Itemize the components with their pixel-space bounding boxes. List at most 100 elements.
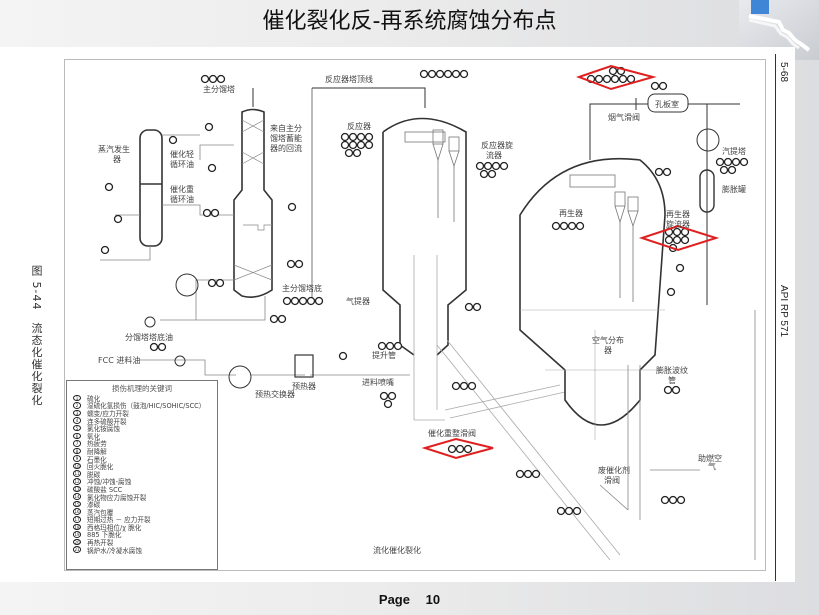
label-hco-2: 循环油 xyxy=(170,194,194,204)
label-preheat-exchanger: 预热交换器 xyxy=(255,389,295,399)
legend-item-label: 蒸汽包覆 xyxy=(87,508,114,517)
label-air-distributor-1: 空气分布 xyxy=(592,335,624,345)
mechanism-number-icon: 9 xyxy=(73,455,81,462)
mechanism-markers xyxy=(100,66,749,516)
legend-item: 18 西格玛相位/χ 脆化 xyxy=(67,523,217,532)
label-regen-cyclone-2: 旋流器 xyxy=(666,219,690,229)
legend-item-label: 湿硫化氢损伤（鼓泡/HIC/SOHIC/SCC） xyxy=(87,402,206,411)
mechanism-number-icon: 18 xyxy=(73,523,81,531)
legend-item-label: 885 下脆化 xyxy=(87,531,122,540)
label-expansion-bellows-1: 膨胀波纹 xyxy=(656,365,688,375)
legend-item-label: 西格玛相位/χ 脆化 xyxy=(87,523,142,532)
riser-pipe xyxy=(413,255,621,561)
label-steam-generator-2: 器 xyxy=(113,155,121,164)
legend-item: 12 冲蚀/冲蚀-腐蚀 xyxy=(67,478,217,486)
legend-item-label: 氯化铵腐蚀 xyxy=(87,425,120,434)
legend-item: 10 回火脆化 xyxy=(67,462,217,472)
label-bottoms-oil: 分馏塔塔底油 xyxy=(125,332,173,342)
legend-item-label: 冲蚀/冲蚀-腐蚀 xyxy=(87,478,132,487)
legend-item-label: 石墨化 xyxy=(87,455,107,464)
label-spent-cat-valve-2: 滑阀 xyxy=(604,475,620,485)
mechanism-number-icon: 10 xyxy=(73,462,81,470)
legend-item-label: 热疲劳 xyxy=(87,440,107,449)
label-air-distributor-2: 器 xyxy=(604,346,612,355)
slide-footer: Page 10 xyxy=(0,585,819,612)
regenerator-vessel xyxy=(519,157,666,426)
legend-item-label: 碳酸盐 SCC xyxy=(87,485,123,494)
mechanism-number-icon: 13 xyxy=(73,485,81,493)
page-number: 10 xyxy=(425,592,441,607)
mechanism-number-icon: 21 xyxy=(73,546,81,553)
legend-item: 2 湿硫化氢损伤（鼓泡/HIC/SOHIC/SCC） xyxy=(67,402,217,410)
mechanism-number-icon: 5 xyxy=(73,424,81,432)
page-label: Page xyxy=(378,592,410,607)
steam-stripper-exchanger xyxy=(696,128,720,152)
label-combustion-air-2: 气 xyxy=(708,461,716,471)
figure-bottom-caption: 流化催化裂化 xyxy=(373,545,421,555)
label-riser: 提升管 xyxy=(372,350,396,360)
legend-item-label: 耐降解 xyxy=(87,447,107,456)
label-reactor-cyclone-2: 流器 xyxy=(486,150,502,160)
legend-item: 15 渗碳 xyxy=(67,500,217,510)
label-spent-cat-valve-1: 废催化剂 xyxy=(598,465,630,475)
legend-item: 13 碳酸盐 SCC xyxy=(67,485,217,494)
mechanism-number-icon: 12 xyxy=(73,478,81,485)
mechanism-number-icon: 11 xyxy=(73,470,81,477)
preheater xyxy=(294,354,314,378)
label-fcc-feed: FCC 进料油 xyxy=(98,355,140,365)
mechanism-number-icon: 7 xyxy=(73,440,81,447)
mechanism-number-icon: 2 xyxy=(73,402,81,409)
label-reactor-overhead: 反应器塔顶线 xyxy=(325,74,373,84)
legend-item: 5 氯化铵腐蚀 xyxy=(67,424,217,434)
steam-generator-vessel xyxy=(139,129,163,247)
bottoms-pump xyxy=(144,316,156,328)
legend-item-label: 脱碳 xyxy=(87,470,101,479)
legend-item: 11 脱碳 xyxy=(67,470,217,479)
highlight-flue-gas xyxy=(576,64,657,91)
label-combustion-air-1: 助燃空 xyxy=(698,453,722,463)
legend-item-label: 蠕变/应力开裂 xyxy=(87,409,129,418)
slide-title: 催化裂化反-再系统腐蚀分布点 xyxy=(262,9,557,34)
label-flue-gas-valve: 烟气滑阀 xyxy=(608,112,640,122)
main-fractionator-vessel xyxy=(233,108,273,298)
label-main-fractionator: 主分馏塔 xyxy=(203,84,235,94)
figure-caption-left: 图 5-44 流态化催化裂化 xyxy=(30,265,43,407)
label-reflux-1: 来自主分 xyxy=(270,123,302,133)
label-regen-cyclone-1: 再生器 xyxy=(666,209,690,219)
label-orifice-chamber: 孔板室 xyxy=(655,99,679,109)
reactor-vessel xyxy=(382,117,467,356)
preheat-exchanger xyxy=(228,365,252,389)
legend-item-label: 短期过热 － 应力开裂 xyxy=(87,516,151,525)
mechanism-number-icon: 1 xyxy=(73,394,81,402)
legend-item: 9 石墨化 xyxy=(67,455,217,464)
reactor-cyclones xyxy=(404,129,460,222)
legend-item-label: 回火脆化 xyxy=(87,463,114,472)
label-expansion-tank: 膨胀罐 xyxy=(722,184,746,194)
page-rule xyxy=(775,54,776,581)
mechanism-number-icon: 15 xyxy=(73,500,81,508)
flue-gas-line xyxy=(589,93,740,305)
label-stripper: 气提器 xyxy=(346,296,370,306)
mechanism-number-icon: 6 xyxy=(73,432,81,440)
label-lco-2: 循环油 xyxy=(170,159,194,169)
label-preheater: 预热器 xyxy=(292,381,316,391)
feed-pump xyxy=(174,355,186,367)
legend-title: 损伤机理的关键词 xyxy=(112,384,172,393)
regenerator-cyclones xyxy=(569,174,639,302)
highlight-diamonds xyxy=(421,64,720,460)
legend-item-label: 渗碳 xyxy=(87,501,101,510)
highlight-regen-slide-valve xyxy=(421,437,494,460)
